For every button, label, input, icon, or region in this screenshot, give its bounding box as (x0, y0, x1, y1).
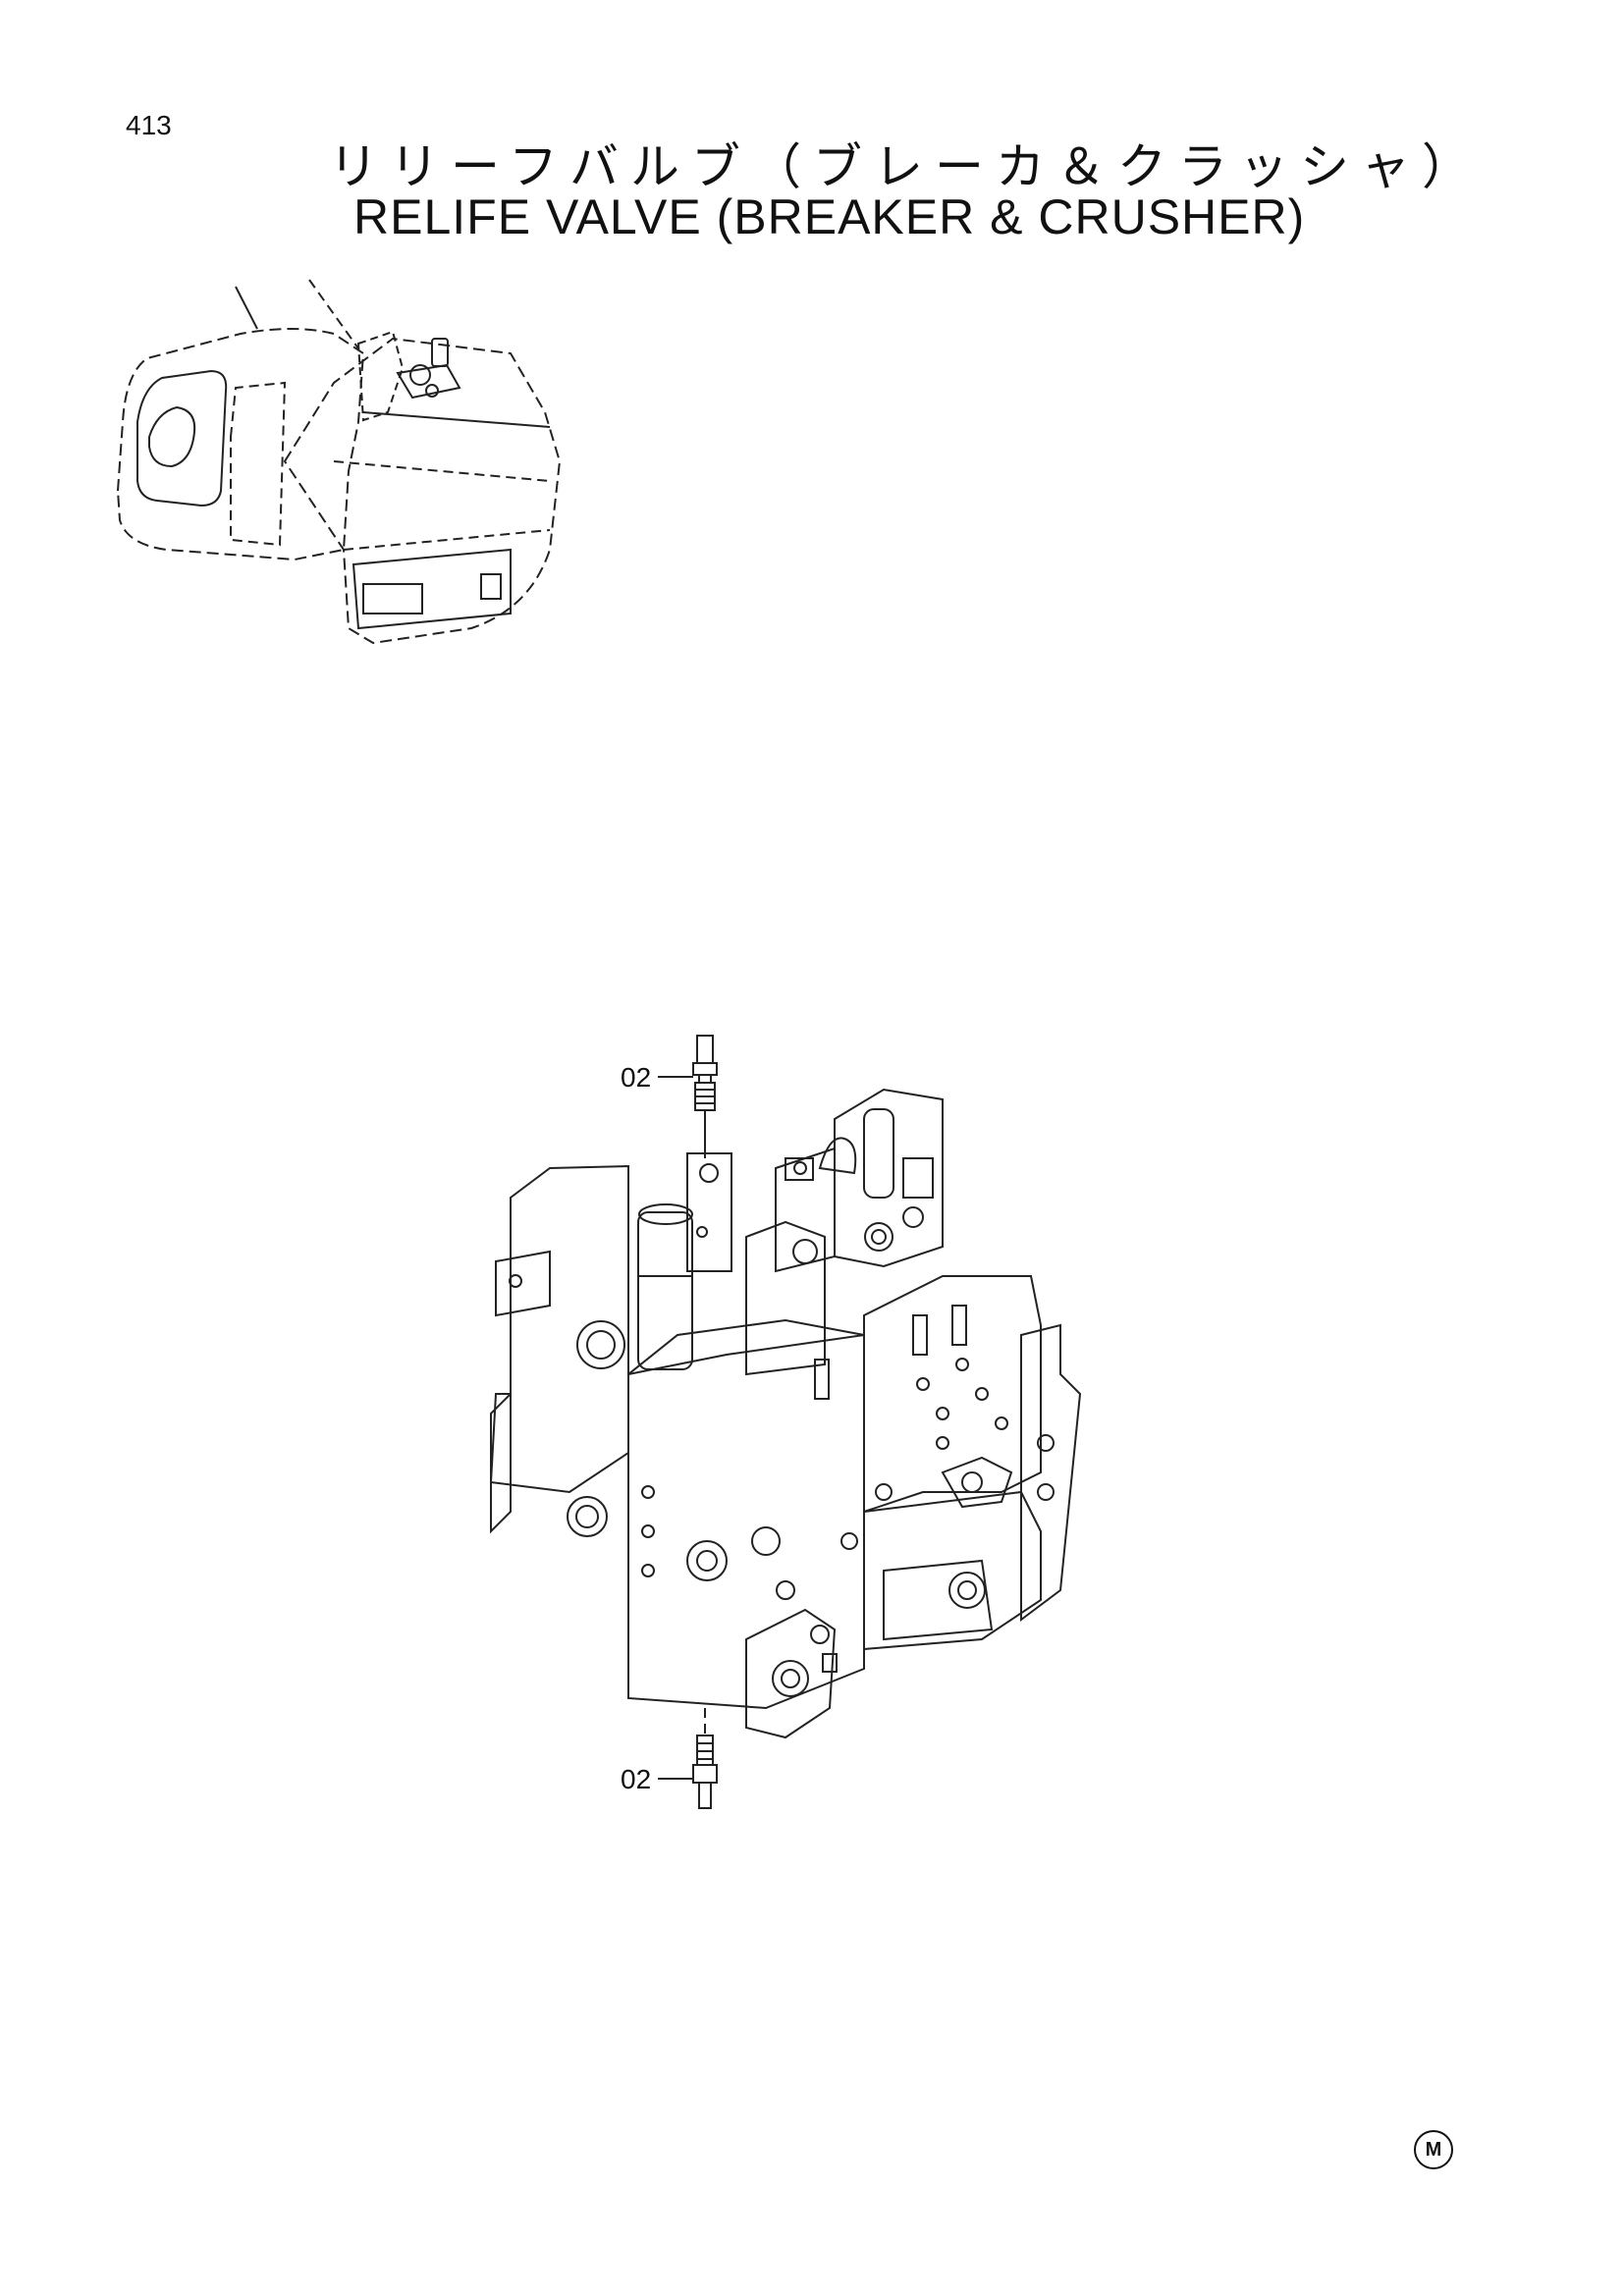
callout-02-bottom: 02 (621, 1764, 652, 1794)
page-number: 413 (126, 110, 172, 140)
title-english: RELIFE VALVE (BREAKER & CRUSHER) (353, 189, 1306, 244)
callout-02-top: 02 (621, 1062, 652, 1093)
title-japanese: リリーフバルブ（ブレーカ＆クラッシャ） (329, 138, 1483, 195)
m-mark: M (1414, 2130, 1453, 2169)
